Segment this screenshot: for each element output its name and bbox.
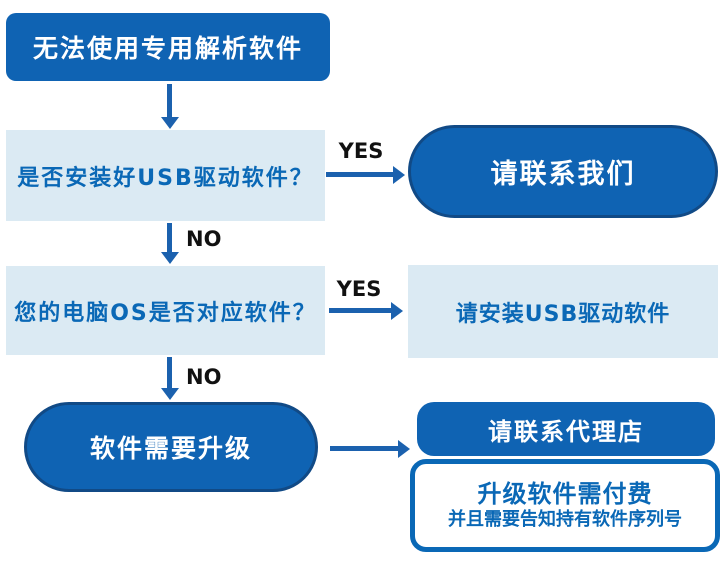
upgrade-node: 软件需要升级 xyxy=(24,402,318,492)
contact-dealer-node: 请联系代理店 xyxy=(417,402,715,456)
upgrade-fee-note: 升级软件需付费 并且需要告知持有软件序列号 xyxy=(410,459,720,552)
note-line-1: 升级软件需付费 xyxy=(477,480,653,509)
arrow-down-icon xyxy=(160,84,179,129)
arrow-right-icon xyxy=(329,301,403,320)
install-driver-node: 请安装USB驱动软件 xyxy=(408,265,718,358)
arrow-right-icon xyxy=(330,439,410,458)
yes-label-2: YES xyxy=(336,277,382,301)
arrow-down-icon xyxy=(160,223,179,264)
question-usb-driver-node: 是否安装好USB驱动软件？ xyxy=(6,130,325,221)
no-label-2: NO xyxy=(186,365,222,389)
question-os-node: 您的电脑OS是否对应软件？ xyxy=(6,266,325,355)
no-label-1: NO xyxy=(186,227,222,251)
note-line-2: 并且需要告知持有软件序列号 xyxy=(448,509,682,531)
yes-label-1: YES xyxy=(338,139,384,163)
contact-us-node: 请联系我们 xyxy=(408,125,718,218)
arrow-right-icon xyxy=(326,165,405,184)
start-node: 无法使用专用解析软件 xyxy=(6,13,330,81)
arrow-down-icon xyxy=(160,357,179,400)
